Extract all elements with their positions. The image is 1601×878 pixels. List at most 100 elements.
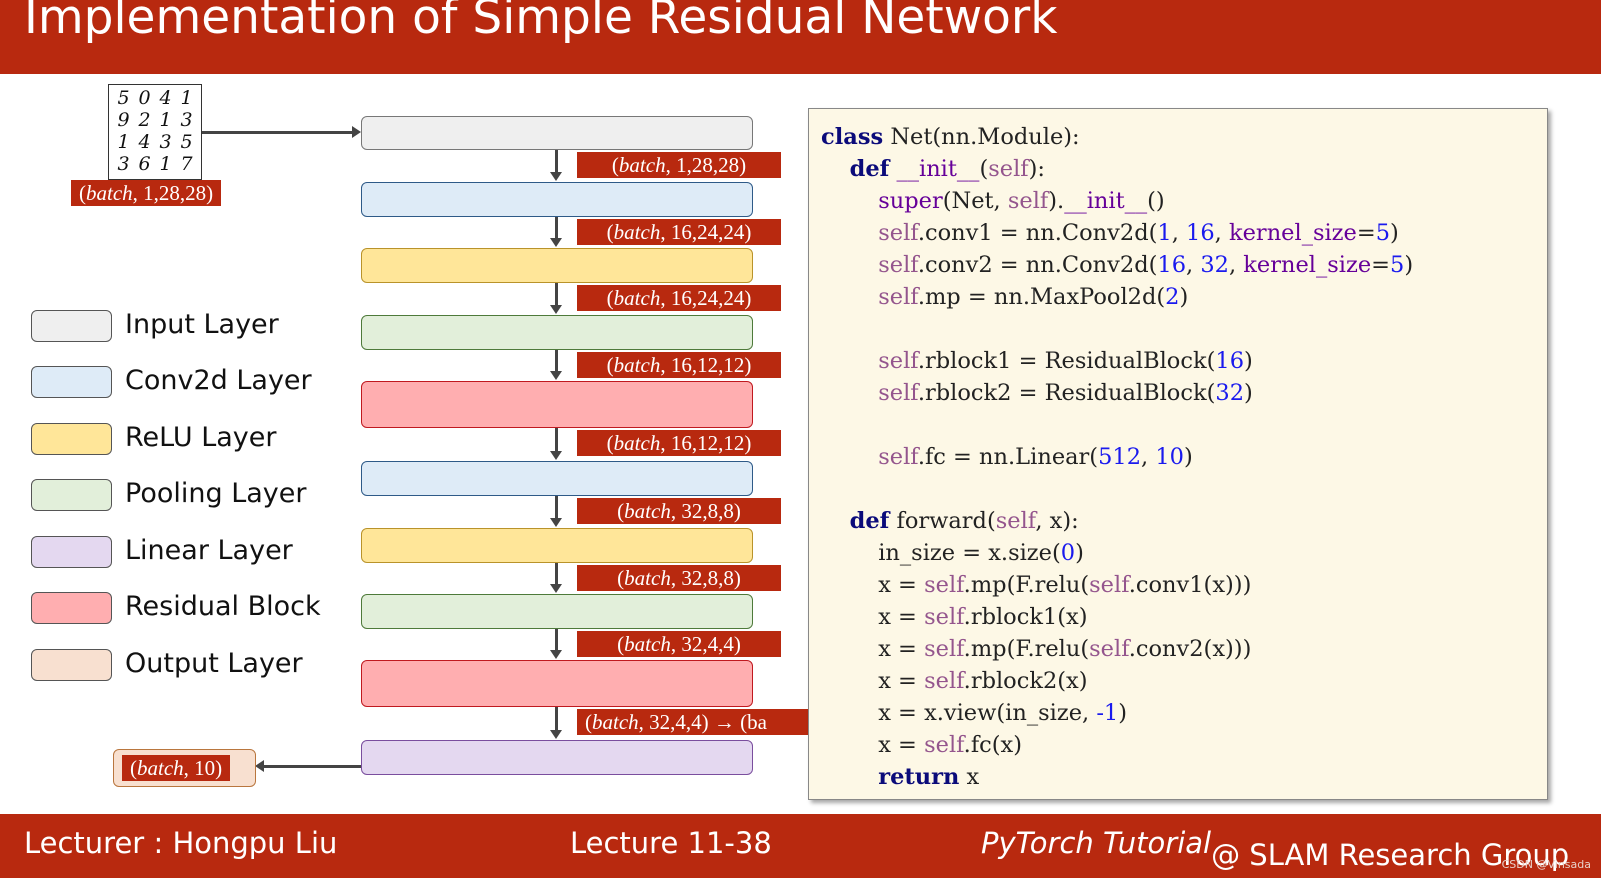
code-token: x = x.view(in_size, (821, 700, 1097, 726)
code-line: self.fc = nn.Linear(512, 10) (821, 441, 1413, 473)
code-token: ) (1390, 220, 1399, 246)
flow-arrow (550, 563, 562, 593)
code-line: def __init__(self): (821, 153, 1413, 185)
code-token: , (1228, 252, 1244, 278)
code-token: .conv1 = nn.Conv2d( (917, 220, 1158, 246)
code-token: 512 (1098, 444, 1142, 470)
digit: 1 (117, 131, 130, 153)
code-token: .conv2(x))) (1128, 636, 1252, 662)
shape-var: batch (624, 499, 671, 523)
digit: 5 (117, 87, 130, 109)
digit: 5 (180, 131, 193, 153)
code-token (821, 348, 878, 374)
pool-layer-box (361, 315, 753, 350)
code-token: self (924, 668, 964, 694)
shape-var: batch (613, 431, 661, 455)
code-token: self (1089, 636, 1129, 662)
relu-layer-box (361, 528, 753, 563)
shape-dims: , 32,4,4) (670, 632, 741, 656)
flow-arrow (550, 496, 562, 527)
code-token: = (1371, 252, 1391, 278)
code-token: self (924, 572, 964, 598)
code-token (821, 380, 878, 406)
code-token: 16 (1215, 348, 1245, 374)
digit: 9 (117, 109, 130, 131)
code-token: ) (1244, 348, 1253, 374)
residual-layer-box (361, 660, 753, 707)
flow-arrow (550, 629, 562, 659)
conv-layer-box (361, 182, 753, 217)
lecture-number: Lecture 11-38 (570, 826, 772, 860)
legend-swatch (31, 479, 112, 511)
code-token: self (924, 636, 964, 662)
code-block: class Net(nn.Module): def __init__(self)… (821, 121, 1413, 793)
code-token: self (878, 252, 918, 278)
code-token: 1 (1157, 220, 1172, 246)
pool-layer-box (361, 594, 753, 629)
code-token (821, 252, 878, 278)
code-token: in_size = x.size( (821, 540, 1061, 566)
code-token: x = (821, 572, 925, 598)
code-token: = (1356, 220, 1376, 246)
group-name: @ SLAM Research Group (1211, 838, 1570, 872)
code-line: def forward(self, x): (821, 505, 1413, 537)
legend-label: ReLU Layer (125, 422, 277, 453)
code-token: super (878, 188, 943, 214)
tensor-shape-label: (batch, 32,4,4) → (ba (577, 709, 810, 735)
code-token: self (878, 380, 918, 406)
digit: 3 (180, 109, 193, 131)
tensor-shape-label: (batch, 16,24,24) (577, 219, 781, 245)
code-line: return x (821, 761, 1413, 793)
code-token: .mp(F.relu( (963, 572, 1090, 598)
flow-arrow (550, 217, 562, 247)
code-line: x = self.fc(x) (821, 729, 1413, 761)
digit: 6 (138, 153, 151, 175)
relu-layer-box (361, 248, 753, 283)
code-token (821, 444, 878, 470)
digit: 2 (138, 109, 151, 131)
shape-var: batch (624, 566, 671, 590)
code-token (821, 508, 850, 534)
shape-dims: , 16,12,12) (660, 431, 752, 455)
code-token: ). (1048, 188, 1065, 214)
code-token: self (1007, 188, 1049, 214)
code-line (821, 473, 1413, 505)
code-token: , (1214, 220, 1229, 246)
output-connector-line (263, 765, 361, 768)
flow-arrow (550, 350, 562, 380)
shape-dims: , 1,28,28) (665, 153, 747, 177)
digit: 3 (117, 153, 130, 175)
residual-layer-box (361, 381, 753, 428)
code-token: x = (821, 636, 925, 662)
code-line: self.rblock1 = ResidualBlock(16) (821, 345, 1413, 377)
code-token: 10 (1155, 444, 1184, 470)
input-connector-line (202, 131, 352, 134)
code-token: 0 (1060, 540, 1076, 566)
digit: 3 (159, 131, 172, 153)
shape-dims: , 32,8,8) (670, 499, 741, 523)
code-token: , (1141, 444, 1156, 470)
code-token: def (849, 508, 890, 534)
tensor-shape-label: (batch, 16,12,12) (577, 352, 781, 378)
code-token: 16 (1186, 220, 1215, 246)
code-token: .rblock1(x) (963, 604, 1088, 630)
flow-arrow (550, 707, 562, 739)
code-token (889, 156, 896, 182)
code-token (821, 284, 878, 310)
footer-bar: Lecturer : Hongpu Liu Lecture 11-38 PyTo… (0, 814, 1601, 878)
shape-dims: , 32,8,8) (670, 566, 741, 590)
code-token: ) (1404, 252, 1414, 278)
digit: 4 (159, 87, 172, 109)
code-token: .rblock1 = ResidualBlock( (917, 348, 1216, 374)
code-token: .mp(F.relu( (963, 636, 1090, 662)
code-token: __init__ (896, 156, 980, 182)
output-shape-label: (batch, 10) (122, 755, 231, 781)
legend-swatch (31, 592, 112, 624)
shape-var: batch (618, 153, 666, 177)
code-token: ) (1183, 444, 1193, 470)
shape-var: batch (613, 220, 661, 244)
input-shape-label: (batch, 1,28,28) (71, 180, 222, 206)
code-token: -1 (1096, 700, 1119, 726)
legend-swatch (31, 649, 112, 681)
